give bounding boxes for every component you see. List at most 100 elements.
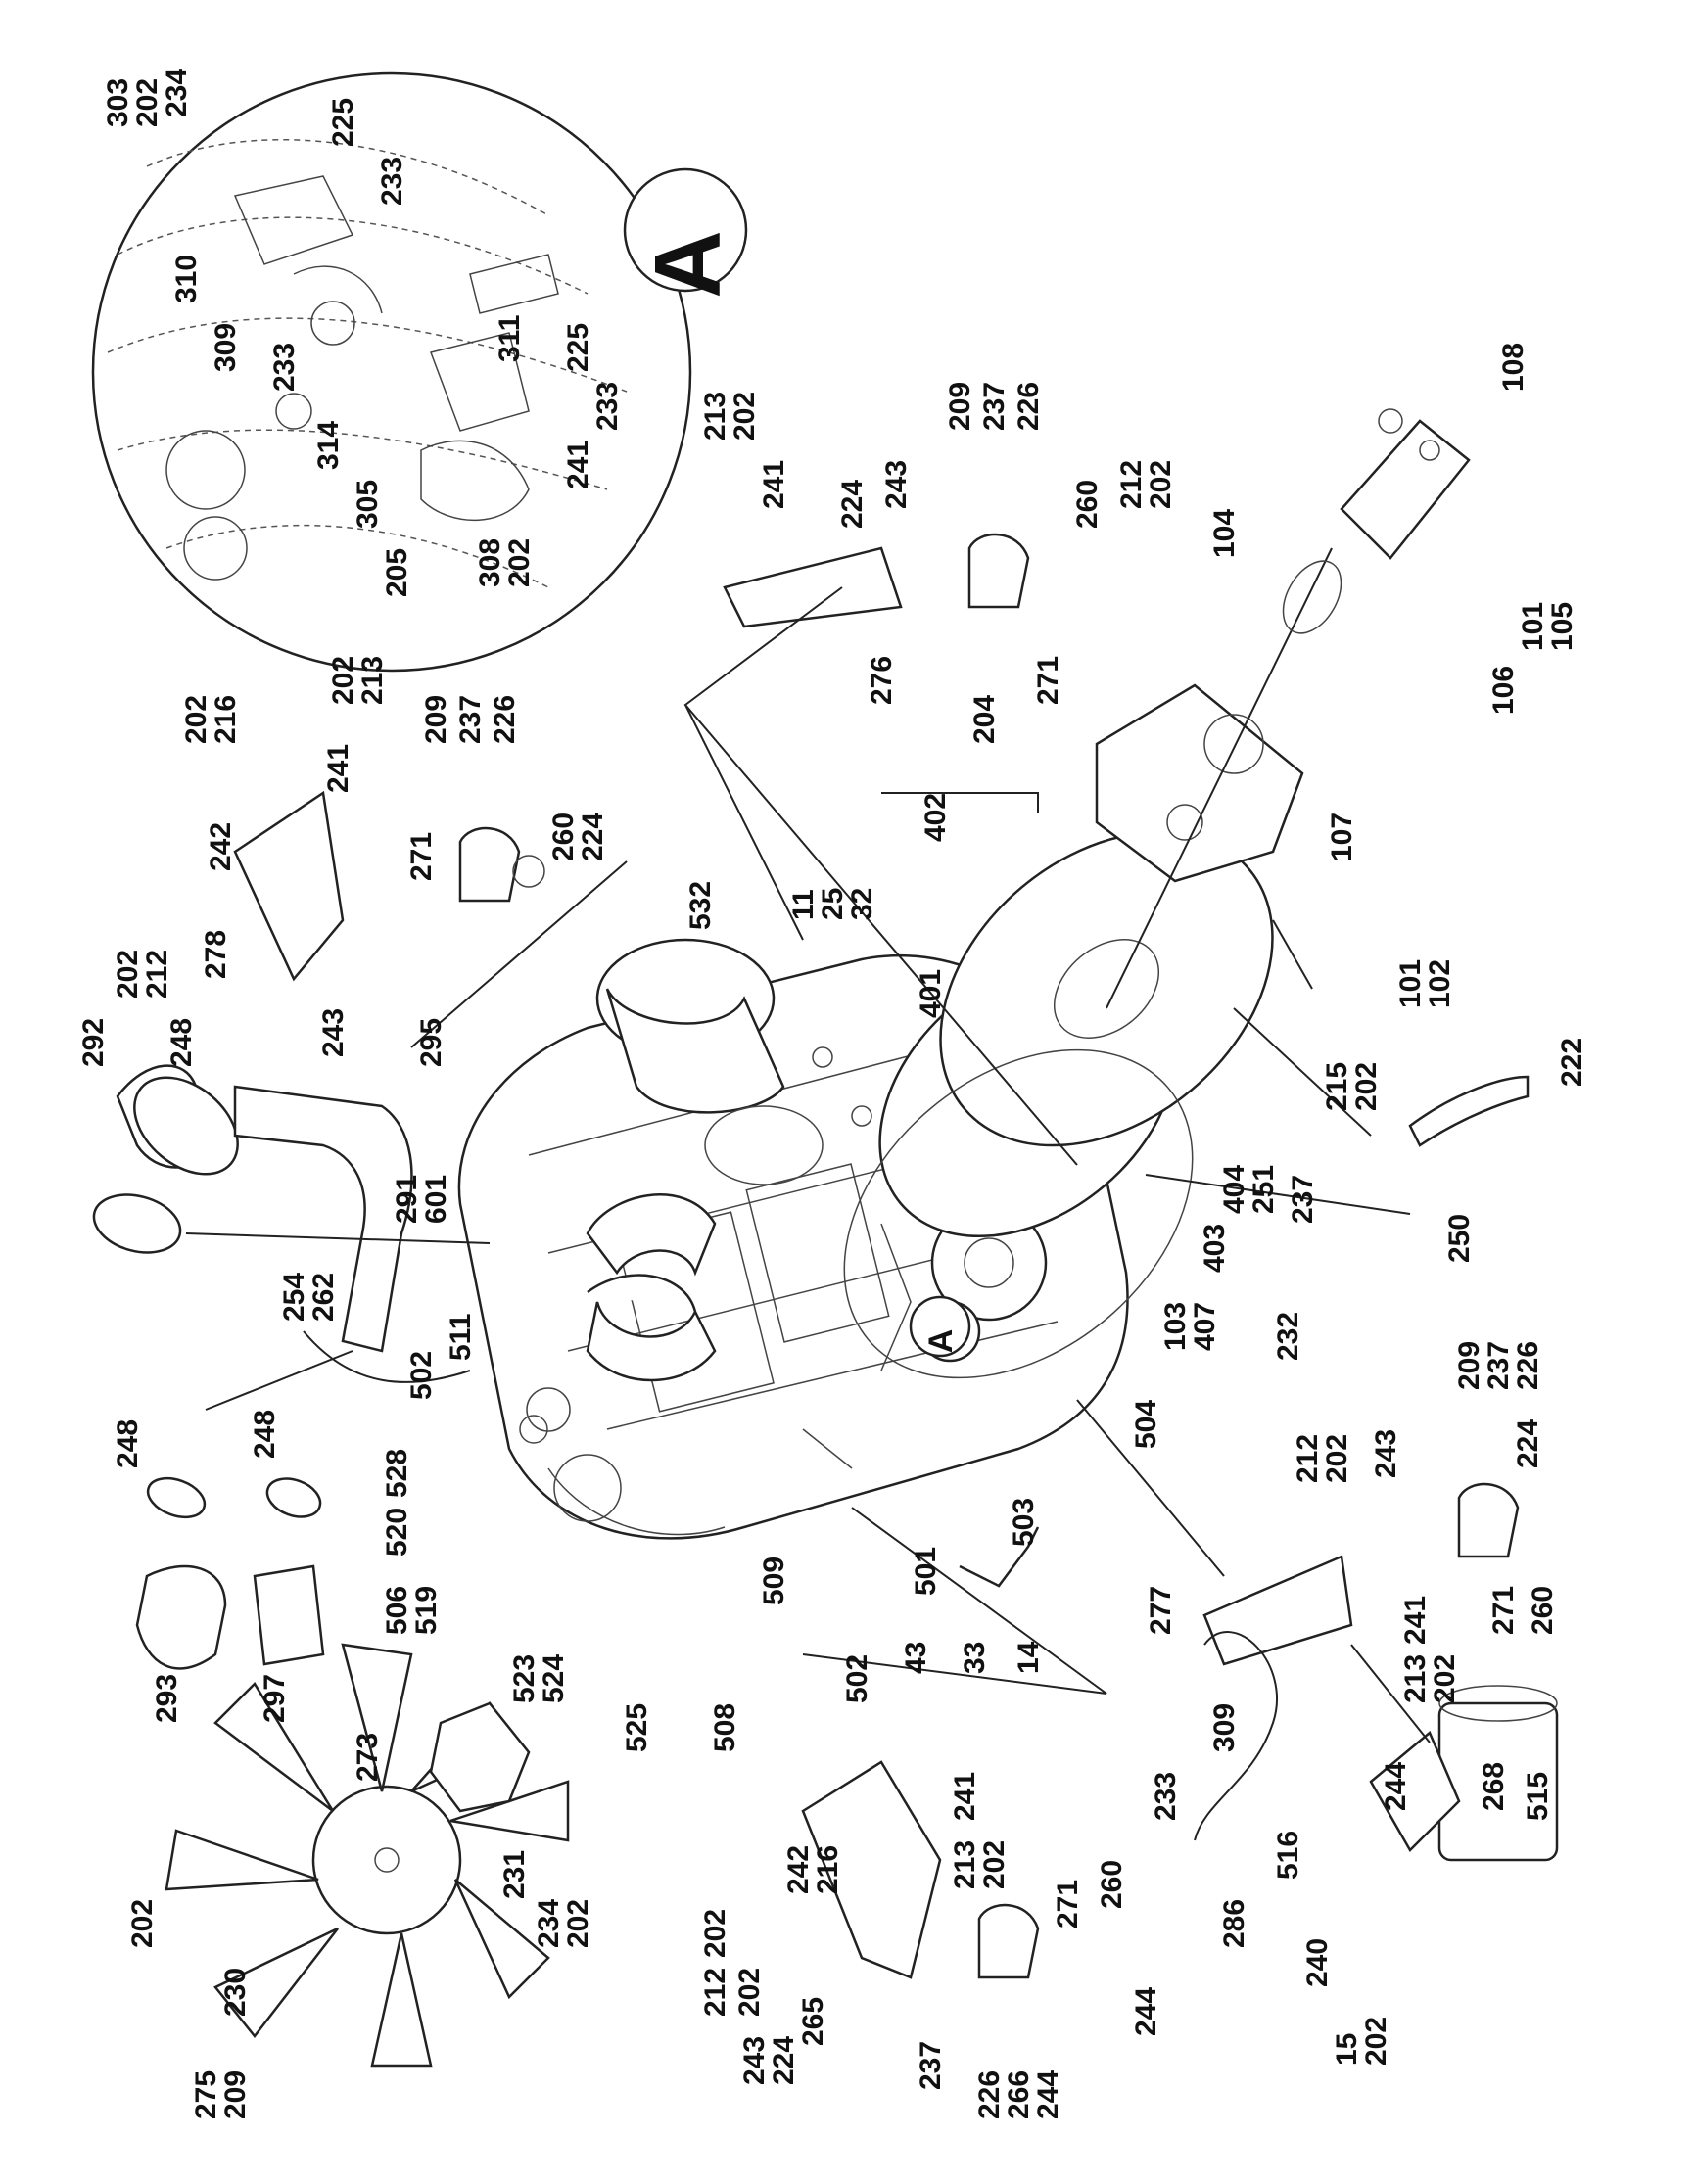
callout: 273	[352, 1733, 384, 1782]
callout: 202	[112, 950, 144, 999]
callout: 237	[1287, 1175, 1319, 1224]
callout: 209	[219, 2070, 252, 2119]
callout: 202	[1145, 460, 1177, 509]
callout: 244	[1032, 2070, 1064, 2119]
callout: 224	[577, 813, 609, 861]
callout: 212	[1292, 1434, 1324, 1483]
callout: 271	[1052, 1880, 1084, 1928]
callout: 209	[1453, 1341, 1485, 1390]
callout: 244	[1130, 1987, 1162, 2036]
callout: 105	[1546, 602, 1578, 651]
callout: 226	[1012, 382, 1045, 431]
mount-bracket-278	[233, 790, 545, 982]
callout: 293	[151, 1674, 183, 1723]
callout: 212	[141, 950, 173, 999]
callout: 251	[1248, 1165, 1280, 1214]
callout: 226	[1512, 1341, 1544, 1390]
callout: 241	[322, 744, 354, 793]
callout: 230	[219, 1968, 252, 2017]
callout: 276	[866, 656, 898, 705]
detail-marker-a: A	[909, 1295, 971, 1358]
callout: 202	[729, 392, 761, 441]
callout: 33	[959, 1642, 991, 1674]
callout: 216	[812, 1845, 844, 1894]
callout: 262	[307, 1273, 340, 1322]
callout: 515	[1522, 1772, 1554, 1821]
fan-spacer	[429, 1701, 531, 1813]
callout: 237	[1483, 1341, 1515, 1390]
callout: 222	[1556, 1038, 1588, 1087]
callout: 213	[356, 656, 389, 705]
callout: 226	[973, 2070, 1006, 2119]
callout: 311	[494, 315, 526, 362]
callout: 501	[910, 1547, 942, 1596]
tube-222	[1408, 1075, 1530, 1147]
callout: 234	[533, 1899, 565, 1948]
detail-marker-letter: A	[922, 1329, 960, 1354]
air-intake-hoses	[92, 1064, 717, 1670]
callout: 202	[126, 1899, 159, 1948]
callout: 310	[170, 255, 203, 303]
callout: 401	[915, 969, 947, 1018]
callout-labels: 303 202 234 225 233 310 309 233 311 225 …	[77, 69, 1588, 2119]
callout: 224	[836, 480, 869, 529]
callout: 509	[758, 1557, 790, 1605]
callout: 202	[1350, 1062, 1383, 1111]
callout: 103	[1159, 1302, 1192, 1351]
callout: 213	[699, 392, 731, 441]
callout: 11	[787, 889, 820, 920]
detail-letter-a: A	[636, 230, 740, 298]
callout: 202	[1429, 1654, 1461, 1703]
callout: 213	[949, 1840, 981, 1889]
callout: 303	[102, 78, 134, 127]
mount-bracket-277	[1202, 1482, 1520, 1666]
callout: 242	[782, 1845, 815, 1894]
callout: 314	[312, 421, 345, 470]
callout: 308	[474, 538, 506, 587]
callout: 403	[1199, 1224, 1231, 1273]
callout: 243	[738, 2036, 771, 2085]
callout: 309	[1208, 1703, 1241, 1752]
callout: 523	[508, 1654, 541, 1703]
callout: 14	[1012, 1641, 1045, 1674]
callout: 108	[1497, 343, 1530, 392]
callout: 212	[699, 1968, 731, 2017]
callout: 532	[684, 881, 717, 930]
callout: 271	[1487, 1586, 1520, 1635]
callout: 213	[1399, 1654, 1432, 1703]
callout: 234	[161, 69, 193, 117]
tube-14	[959, 1526, 1040, 1588]
callout: 243	[880, 460, 913, 509]
callout: 502	[405, 1351, 438, 1400]
callout: 242	[205, 822, 237, 871]
callout: 237	[915, 2041, 947, 2090]
detail-view-a: A	[91, 71, 748, 673]
callout: 295	[415, 1018, 447, 1067]
callout: 209	[944, 382, 976, 431]
callout: 107	[1326, 813, 1358, 861]
callout: 278	[200, 930, 232, 979]
callout: 250	[1443, 1214, 1476, 1263]
callout: 241	[562, 441, 594, 489]
callout: 202	[131, 78, 164, 127]
callout: 271	[1032, 656, 1064, 705]
callout: 291	[391, 1175, 423, 1224]
callout: 504	[1130, 1400, 1162, 1449]
callout: 232	[1272, 1312, 1304, 1361]
callout: 271	[405, 832, 438, 881]
callout: 233	[591, 382, 624, 431]
callout: 224	[1512, 1419, 1544, 1468]
callout: 202	[978, 1840, 1011, 1889]
callout: 215	[1321, 1062, 1353, 1111]
callout: 407	[1189, 1302, 1221, 1351]
callout: 241	[949, 1772, 981, 1821]
callout: 212	[1115, 460, 1148, 509]
callout: 240	[1301, 1938, 1334, 1987]
callout: 205	[381, 548, 413, 597]
callout: 231	[498, 1850, 531, 1899]
callout: 309	[210, 323, 242, 372]
callout: 106	[1487, 666, 1520, 715]
callout: 260	[547, 813, 580, 861]
callout: 204	[968, 695, 1001, 744]
